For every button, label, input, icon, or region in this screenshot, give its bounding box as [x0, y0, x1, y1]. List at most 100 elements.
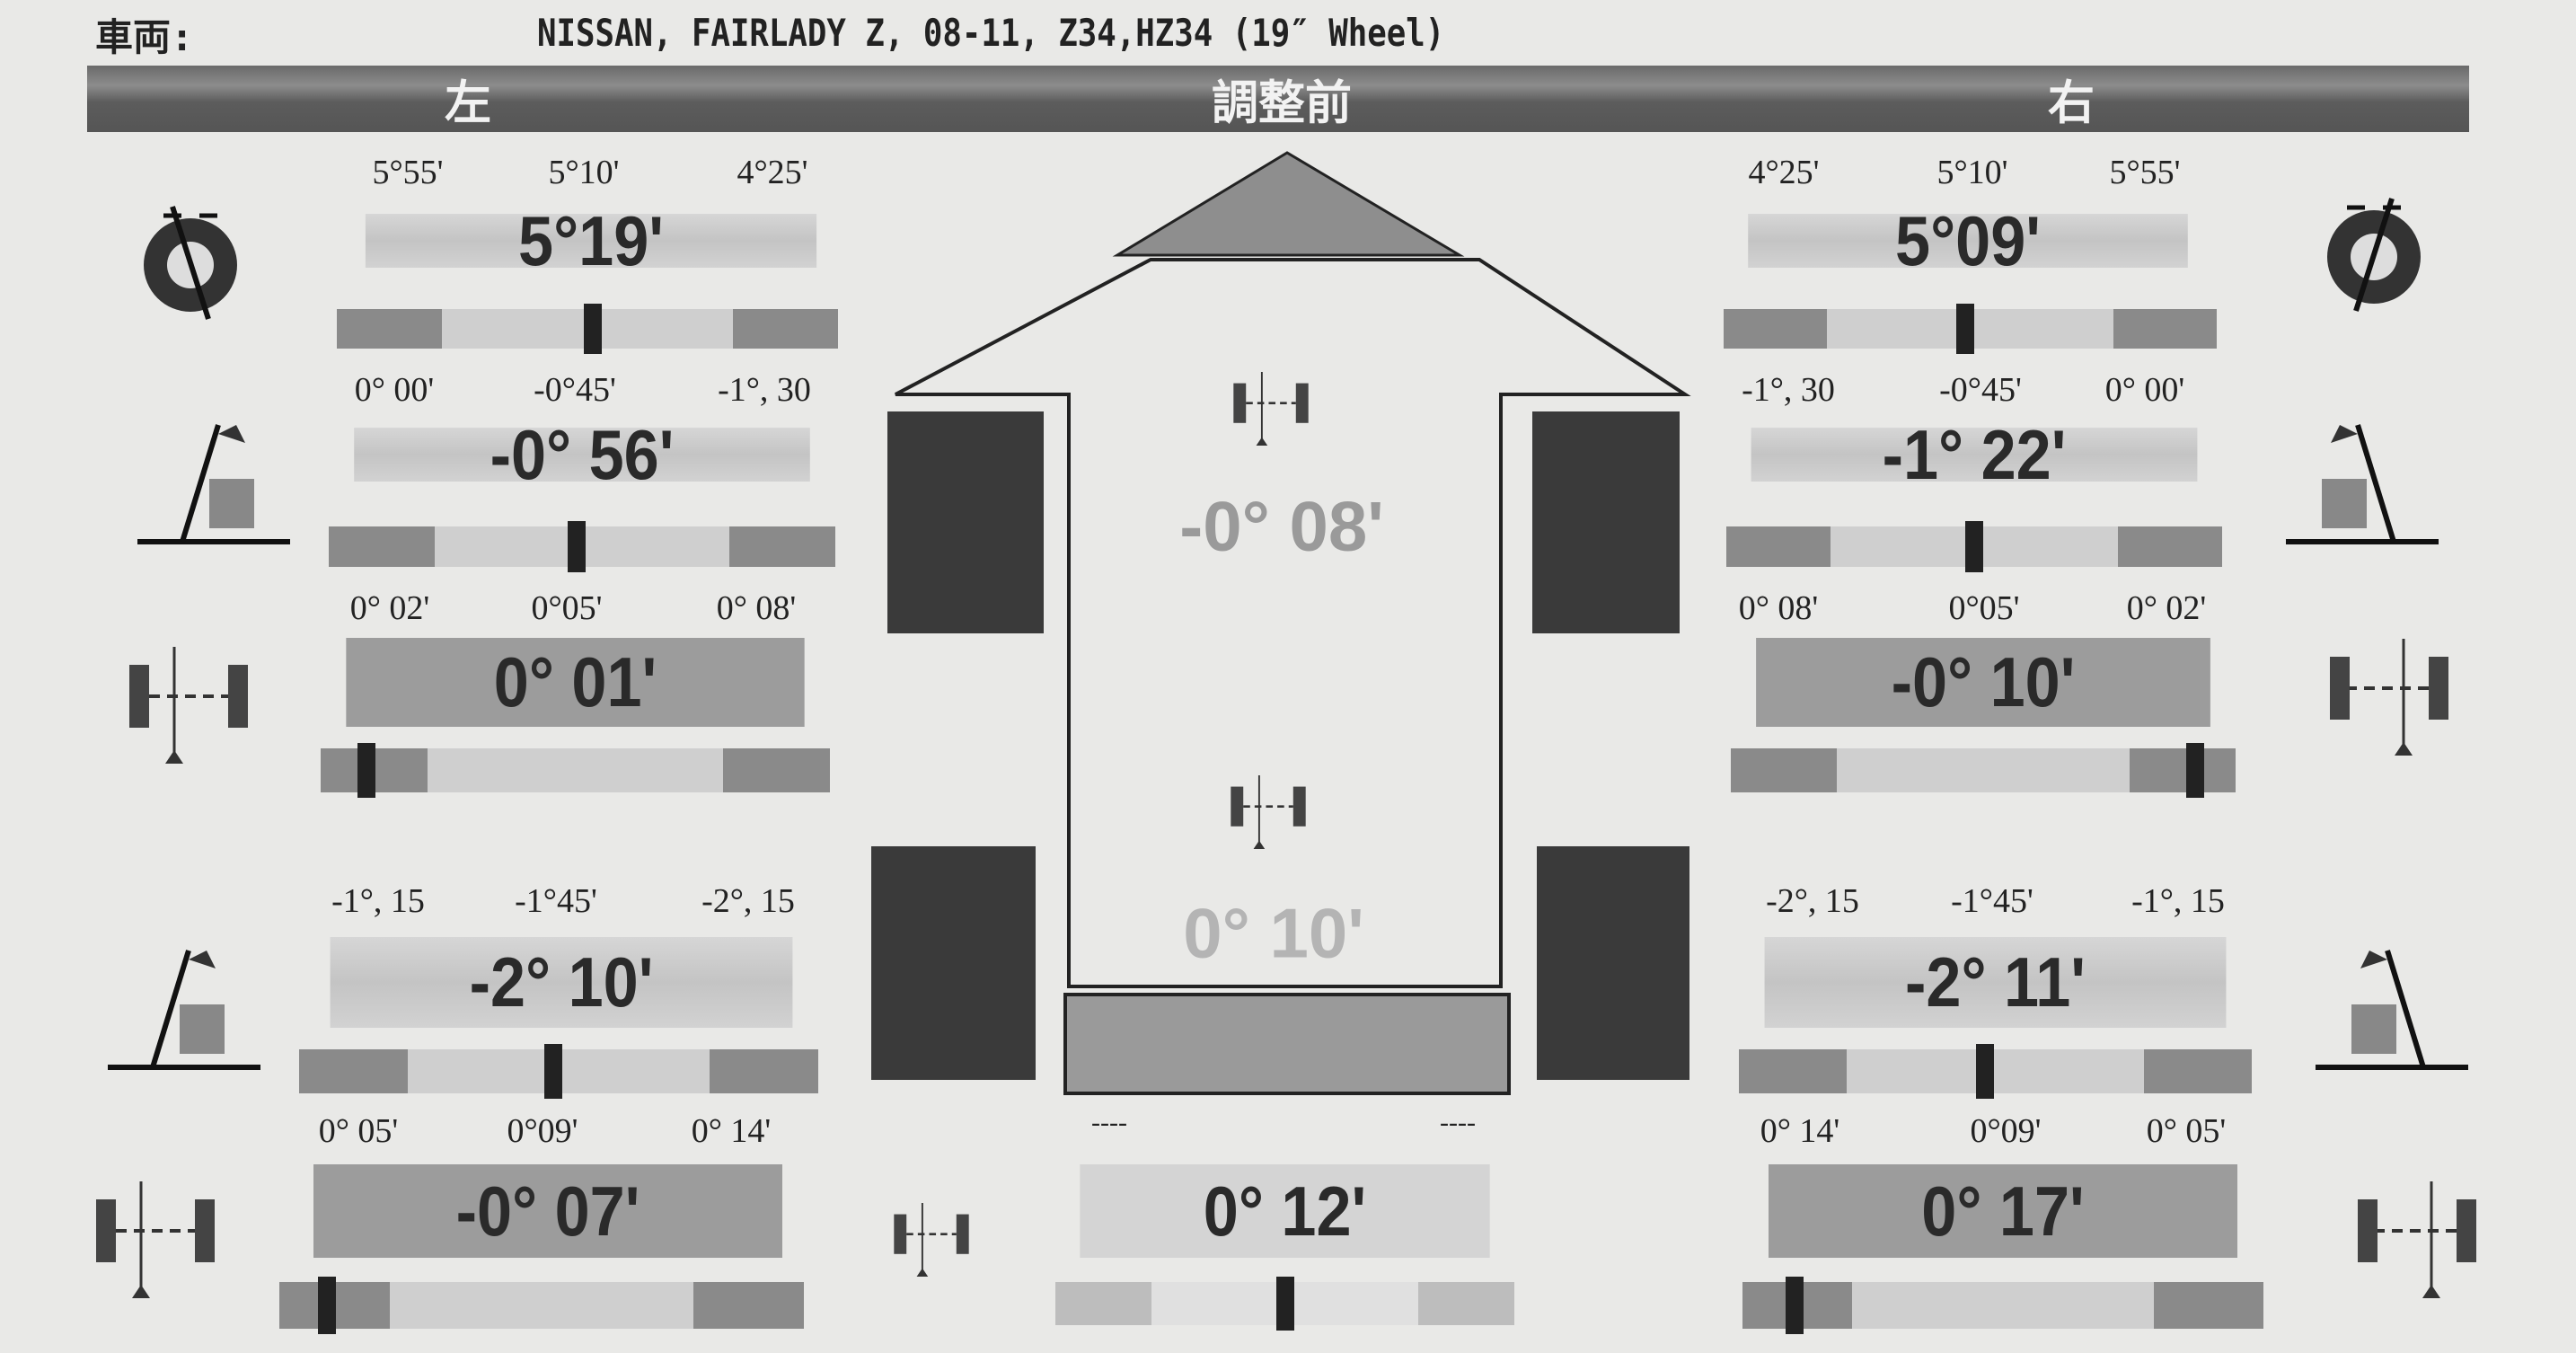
- left-camber-bar: [329, 521, 835, 572]
- right-caster-value: 5°09': [1748, 201, 2188, 280]
- right-rear-toe-value: 0° 17': [1769, 1164, 2237, 1258]
- left-toe-bar: [321, 743, 830, 798]
- bar-marker: [568, 521, 587, 572]
- left-side-label: 左: [444, 76, 492, 131]
- bar-marker: [1976, 1044, 1995, 1099]
- front-left-wheel: [887, 411, 1044, 633]
- left-rear-camber-scale-label: -2°, 15: [701, 882, 795, 920]
- rear-left-wheel: [871, 846, 1036, 1080]
- left-rear-toe-value: -0° 07': [313, 1164, 782, 1258]
- right-rear-toe-scale-label: 0° 05': [2146, 1112, 2227, 1150]
- right-toe-bar: [1731, 743, 2236, 798]
- left-caster-icon: [137, 202, 307, 340]
- right-caster-bar: [1724, 304, 2217, 354]
- right-rear-camber-icon: [2307, 942, 2477, 1080]
- left-caster-scale-label: 5°10': [548, 154, 620, 191]
- bar-marker: [583, 304, 602, 354]
- bar-limit-right: [1417, 1282, 1514, 1325]
- bar-limit-left: [1726, 526, 1831, 567]
- bar-limit-left: [1731, 748, 1838, 792]
- bar-limit-left: [1724, 309, 1828, 349]
- right-caster-scale-label: 5°10': [1936, 154, 2008, 191]
- left-caster-value: 5°19': [365, 201, 817, 280]
- left-rear-toe-scale-label: 0° 14': [691, 1112, 772, 1150]
- right-toe-scale-label: 0° 08': [1738, 589, 1819, 627]
- left-caster-scale-label: 4°25': [737, 154, 808, 191]
- left-caster-bar: [337, 304, 838, 354]
- right-caster-scale-label: 4°25': [1748, 154, 1820, 191]
- bar-limit-right: [2129, 748, 2236, 792]
- bar-marker: [544, 1044, 563, 1099]
- bar-limit-left: [329, 526, 436, 567]
- left-rear-camber-scale-label: -1°, 15: [331, 882, 425, 920]
- thrust-angle-icon: [888, 1195, 996, 1288]
- bar-marker: [1275, 1277, 1294, 1331]
- rear-total-toe-value: 0° 10': [1183, 893, 1364, 973]
- left-rear-toe-scale-label: 0° 05': [318, 1112, 399, 1150]
- right-toe-icon: [2287, 630, 2457, 768]
- bar-limit-right: [2144, 1049, 2252, 1093]
- bar-limit-left: [1055, 1282, 1152, 1325]
- front-toe-icon: [1228, 364, 1336, 457]
- left-rear-toe-bar: [279, 1277, 804, 1334]
- left-rear-camber-scale-label: -1°45': [515, 882, 597, 920]
- bar-limit-right: [709, 1049, 818, 1093]
- left-rear-camber-value: -2° 10': [330, 937, 793, 1028]
- right-toe-value: -0° 10': [1756, 638, 2210, 727]
- bar-limit-left: [337, 309, 443, 349]
- left-rear-camber-bar: [299, 1044, 818, 1099]
- left-toe-scale-label: 0° 02': [349, 589, 430, 627]
- rear-bumper: [1063, 993, 1511, 1095]
- thrust-angle-value: 0° 12': [1080, 1164, 1490, 1258]
- bar-marker: [1956, 304, 1974, 354]
- right-camber-value: -1° 22': [1751, 415, 2198, 494]
- left-rear-camber-icon: [99, 942, 269, 1080]
- right-side-label: 右: [2047, 76, 2095, 131]
- right-camber-scale-label: -0°45': [1939, 371, 2022, 409]
- left-rear-toe-icon: [87, 1172, 258, 1311]
- left-toe-scale-label: 0°05': [531, 589, 603, 627]
- title-band: 左 調整前 右: [87, 66, 2469, 132]
- left-rear-toe-scale-label: 0°09': [507, 1112, 578, 1150]
- right-rear-toe-icon: [2315, 1172, 2485, 1311]
- right-caster-icon: [2257, 194, 2428, 332]
- bar-marker: [1965, 521, 1983, 572]
- before-adjustment-title: 調整前: [1211, 76, 1353, 131]
- bar-limit-right: [693, 1282, 804, 1329]
- right-rear-camber-scale-label: -1°, 15: [2131, 882, 2225, 920]
- left-toe-value: 0° 01': [346, 638, 805, 727]
- vehicle-name: NISSAN, FAIRLADY Z, 08-11, Z34,HZ34 (19″…: [537, 11, 1445, 55]
- right-rear-toe-scale-label: 0°09': [1970, 1112, 2042, 1150]
- bar-limit-left: [299, 1049, 409, 1093]
- thrust-angle-bar: [1055, 1277, 1514, 1331]
- right-rear-camber-bar: [1739, 1044, 2252, 1099]
- right-rear-toe-scale-label: 0° 14': [1760, 1112, 1840, 1150]
- right-rear-toe-bar: [1742, 1277, 2263, 1334]
- bar-marker: [1786, 1277, 1804, 1334]
- bar-limit-right: [2113, 309, 2217, 349]
- right-camber-scale-label: -1°, 30: [1742, 371, 1835, 409]
- right-rear-camber-value: -2° 11': [1764, 937, 2227, 1028]
- rear-toe-icon: [1225, 767, 1333, 861]
- left-toe-icon: [120, 638, 291, 776]
- bar-limit-right: [2154, 1282, 2263, 1329]
- right-camber-bar: [1726, 521, 2222, 572]
- bar-marker: [2186, 743, 2205, 798]
- front-total-toe-value: -0° 08': [1179, 486, 1384, 566]
- left-toe-scale-label: 0° 08': [716, 589, 797, 627]
- car-body-outline: [895, 258, 1691, 988]
- vehicle-label: 車両:: [95, 15, 194, 59]
- front-triangle: [1112, 151, 1465, 257]
- bar-limit-right: [722, 748, 830, 792]
- right-caster-scale-label: 5°55': [2109, 154, 2181, 191]
- bar-limit-right: [728, 526, 835, 567]
- right-camber-icon: [2277, 416, 2448, 554]
- left-camber-scale-label: 0° 00': [354, 371, 435, 409]
- right-camber-scale-label: 0° 00': [2104, 371, 2185, 409]
- bar-marker: [317, 1277, 336, 1334]
- right-rear-camber-scale-label: -1°45': [1951, 882, 2033, 920]
- thrust-dash-left: ----: [1091, 1108, 1127, 1137]
- left-camber-value: -0° 56': [354, 415, 810, 494]
- left-caster-scale-label: 5°55': [372, 154, 444, 191]
